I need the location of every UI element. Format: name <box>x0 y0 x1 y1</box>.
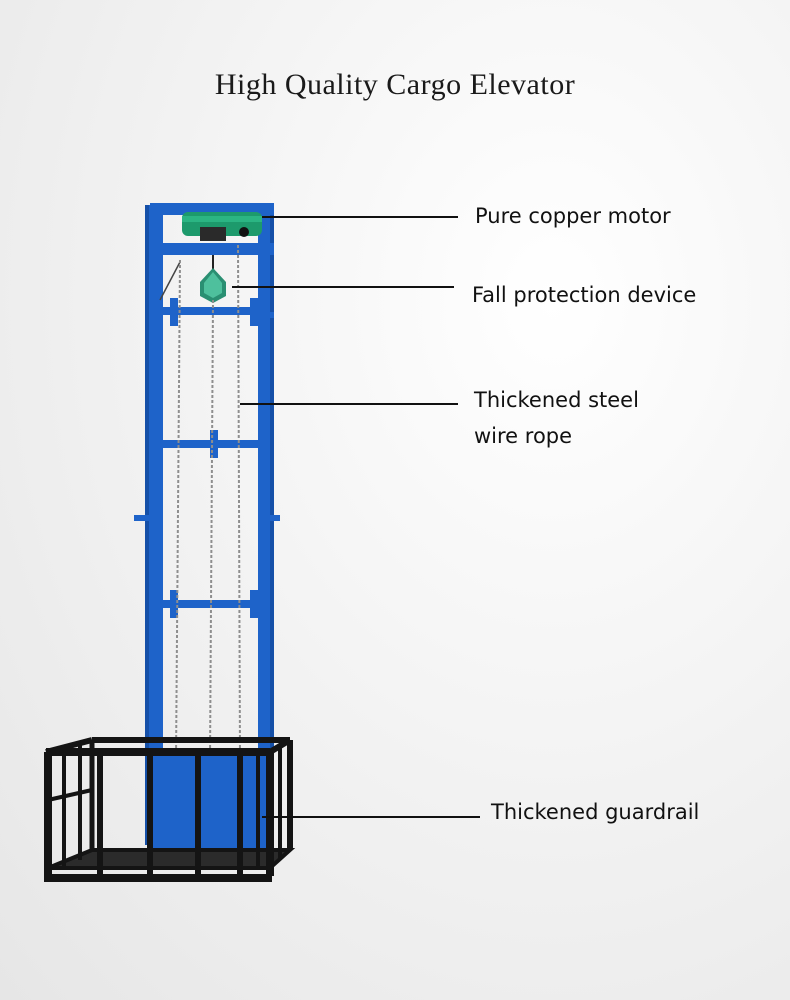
fall-protection-leader-line <box>232 286 454 288</box>
fall-protection-unit <box>159 255 226 303</box>
guardrail-label: Thickened guardrail <box>491 800 700 824</box>
fall-protection-label: Fall protection device <box>472 283 697 307</box>
motor-assembly <box>182 212 262 241</box>
steel-wire-ropes <box>175 244 241 761</box>
cross-bar <box>160 600 265 608</box>
guardrail-leader-line <box>262 816 480 818</box>
wire-rope-label-line1: Thickened steel <box>474 388 639 412</box>
left-post <box>145 205 163 845</box>
wire-rope-label-line2: wire rope <box>474 424 573 448</box>
motor-label: Pure copper motor <box>475 204 671 228</box>
motor-beam <box>150 243 274 255</box>
wire-rope-leader-line <box>240 403 458 405</box>
elevator-mast-frame <box>134 203 280 845</box>
cargo-cage-guardrail <box>44 737 296 882</box>
cargo-platform-panel <box>150 748 270 850</box>
motor-leader-line <box>262 216 458 218</box>
page-title: High Quality Cargo Elevator <box>214 68 576 101</box>
